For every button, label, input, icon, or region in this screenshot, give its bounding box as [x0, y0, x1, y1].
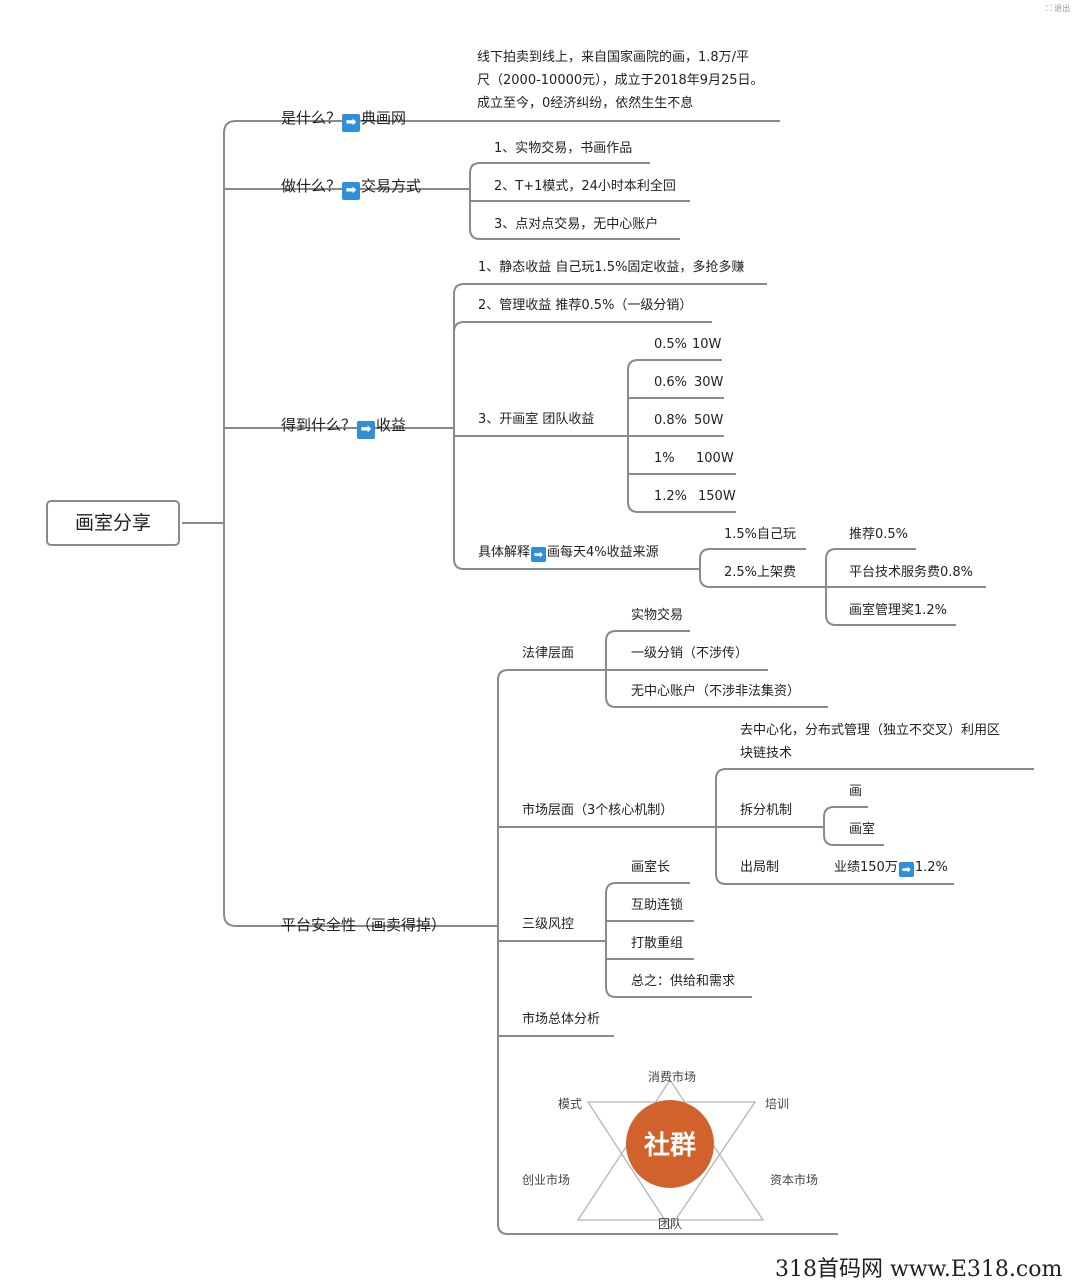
tier-row[interactable]: 1.2% 150W: [654, 489, 736, 505]
star-bottom-label: 团队: [658, 1216, 682, 1231]
star-upper-right-label: 培训: [765, 1096, 789, 1111]
arrow-icon: ➡: [898, 862, 914, 877]
arrow-icon: ➡: [342, 114, 361, 132]
decentralization-note[interactable]: 去中心化，分布式管理（独立不交叉）利用区 块链技术: [740, 719, 1040, 765]
node-do[interactable]: 做什么？➡交易方式: [281, 178, 421, 200]
tier-amount: 100W: [696, 451, 734, 466]
star-center-label: 社群: [644, 1130, 696, 1161]
star-lower-left-label: 创业市场: [522, 1172, 570, 1187]
get-static-income[interactable]: 1、静态收益 自己玩1.5%固定收益，多抢多赚: [478, 260, 745, 275]
self-play[interactable]: 1.5%自己玩: [724, 527, 797, 542]
listing-item-2[interactable]: 平台技术服务费0.8%: [849, 565, 974, 580]
do-label-post: 交易方式: [361, 177, 422, 195]
what-desc-line-1: 线下拍卖到线上，来自国家画院的画，1.8万/平: [477, 50, 750, 65]
tier-rate: 1%: [654, 451, 675, 466]
split-item-studio[interactable]: 画室: [849, 822, 876, 837]
legal-item-2[interactable]: 一级分销（不涉传）: [631, 646, 749, 661]
what-label-pre: 是什么？: [281, 109, 342, 127]
tier-row[interactable]: 1% 100W: [654, 451, 734, 467]
tier-rate: 0.5%: [654, 337, 688, 352]
community-circle: [626, 1100, 714, 1188]
exit-rule-pre: 业绩150万: [834, 860, 898, 875]
tier-row[interactable]: 0.8% 50W: [654, 413, 723, 429]
tier-row[interactable]: 0.5% 10W: [654, 337, 721, 353]
tier-amount: 150W: [698, 489, 736, 504]
node-what[interactable]: 是什么？➡典画网: [281, 110, 406, 132]
arrow-icon: ➡: [357, 421, 376, 439]
tier-rate: 0.6%: [654, 375, 688, 390]
get-label-pre: 得到什么？: [281, 416, 357, 434]
listing-item-1[interactable]: 推荐0.5%: [849, 527, 909, 542]
legal-item-1[interactable]: 实物交易: [631, 608, 684, 623]
arrow-icon: ➡: [342, 182, 361, 200]
split-item-painting[interactable]: 画: [849, 784, 863, 799]
star-lower-right-label: 资本市场: [770, 1172, 818, 1187]
exit-rule[interactable]: 业绩150万➡1.2%: [834, 860, 948, 877]
get-manage-income[interactable]: 2、管理收益 推荐0.5%（一级分销）: [478, 298, 693, 313]
tier-rate: 1.2%: [654, 489, 688, 504]
tier-rate: 0.8%: [654, 413, 688, 428]
get-team-income[interactable]: 3、开画室 团队收益: [478, 412, 595, 427]
what-label-post: 典画网: [361, 109, 407, 127]
community-star-diagram: 社群 消费市场 模式 培训 创业市场 资本市场 团队: [522, 1069, 818, 1231]
star-top-label: 消费市场: [648, 1069, 696, 1084]
node-get[interactable]: 得到什么？➡收益: [281, 417, 406, 439]
explain-pre: 具体解释: [478, 545, 531, 560]
split-mechanism[interactable]: 拆分机制: [740, 803, 793, 818]
what-desc-line-2: 尺（2000-10000元），成立于2018年9月25日。: [477, 73, 764, 88]
legal-item-3[interactable]: 无中心账户（不涉非法集资）: [631, 684, 801, 699]
risk-item-2[interactable]: 互助连锁: [631, 898, 684, 913]
listing-item-3[interactable]: 画室管理奖1.2%: [849, 603, 948, 618]
exit-rule-post: 1.2%: [914, 860, 948, 875]
star-upper-left-label: 模式: [558, 1097, 582, 1111]
do-label-pre: 做什么？: [281, 177, 342, 195]
decentral-line-2: 块链技术: [740, 746, 793, 761]
exit-mechanism[interactable]: 出局制: [740, 860, 780, 875]
tier-amount: 10W: [692, 337, 722, 352]
market-level[interactable]: 市场层面（3个核心机制）: [522, 803, 674, 818]
arrow-icon: ➡: [531, 547, 547, 562]
get-explain[interactable]: 具体解释➡画每天4%收益来源: [478, 545, 659, 562]
site-watermark: 318首码网 www.E318.com: [775, 1257, 1063, 1282]
exit-fullscreen-icon[interactable]: ⛶ 退出: [1046, 4, 1071, 13]
node-safety[interactable]: 平台安全性（画卖得掉）: [281, 916, 447, 934]
tier-amount: 30W: [694, 375, 724, 390]
tier-amount: 50W: [694, 413, 724, 428]
explain-post: 画每天4%收益来源: [547, 545, 659, 560]
do-item-3[interactable]: 3、点对点交易，无中心账户: [494, 217, 659, 232]
get-label-post: 收益: [376, 416, 407, 434]
do-item-2[interactable]: 2、T+1模式，24小时本利全回: [494, 179, 676, 194]
decentral-line-1: 去中心化，分布式管理（独立不交叉）利用区: [740, 723, 1001, 738]
what-description: 线下拍卖到线上，来自国家画院的画，1.8万/平 尺（2000-10000元），成…: [477, 46, 787, 115]
legal-level[interactable]: 法律层面: [522, 646, 575, 661]
risk-control[interactable]: 三级风控: [522, 917, 575, 932]
do-item-1[interactable]: 1、实物交易，书画作品: [494, 141, 633, 156]
risk-item-4[interactable]: 总之：供给和需求: [631, 974, 736, 989]
risk-item-1[interactable]: 画室长: [631, 860, 671, 875]
root-node[interactable]: 画室分享: [46, 500, 180, 546]
listing-fee[interactable]: 2.5%上架费: [724, 565, 797, 580]
tier-row[interactable]: 0.6% 30W: [654, 375, 723, 391]
what-desc-line-3: 成立至今，0经济纠纷，依然生生不息: [477, 96, 694, 111]
market-analysis[interactable]: 市场总体分析: [522, 1012, 601, 1027]
risk-item-3[interactable]: 打散重组: [631, 936, 684, 951]
